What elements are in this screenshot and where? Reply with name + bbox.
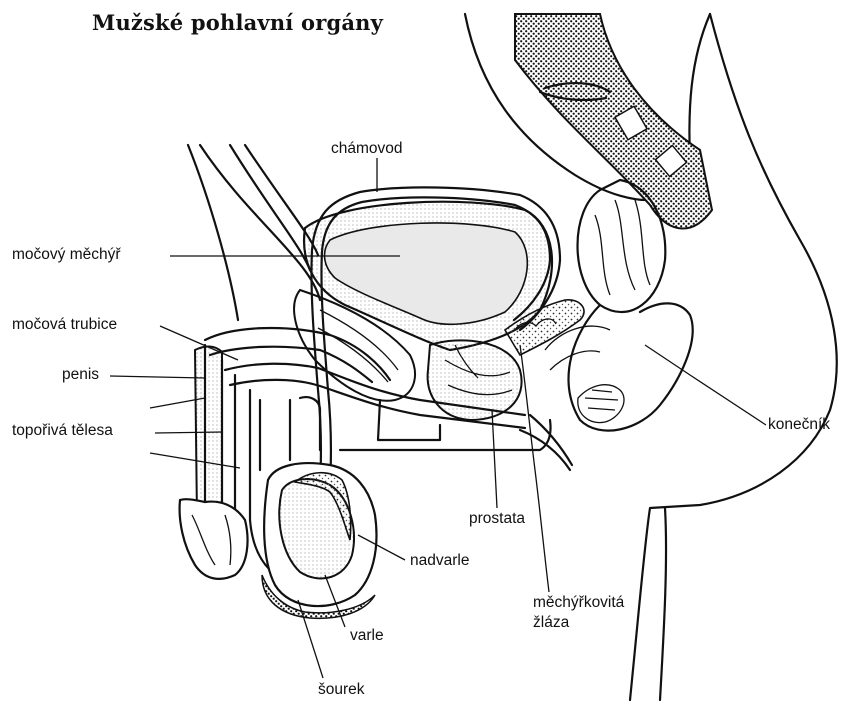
label-mocova-trubice: močová trubice — [12, 316, 117, 334]
label-chamovod: chámovod — [331, 140, 403, 158]
label-mocovy-mechyr: močový měchýř — [12, 246, 121, 264]
label-topoviva-telesa: topořivá tělesa — [12, 422, 113, 440]
label-nadvarle: nadvarle — [410, 552, 469, 570]
label-mechyrkovita-zlaza-line2: žláza — [533, 614, 569, 632]
label-prostata: prostata — [469, 510, 525, 528]
label-penis: penis — [62, 366, 99, 384]
label-sourek: šourek — [318, 681, 365, 699]
diagram-title: Mužské pohlavní orgány — [92, 10, 383, 35]
label-varle: varle — [350, 627, 384, 645]
label-mechyrkovita-zlaza-line1: měchýřkovitá — [533, 594, 624, 612]
sacrum — [515, 14, 712, 229]
label-konecnik: konečník — [768, 416, 830, 434]
